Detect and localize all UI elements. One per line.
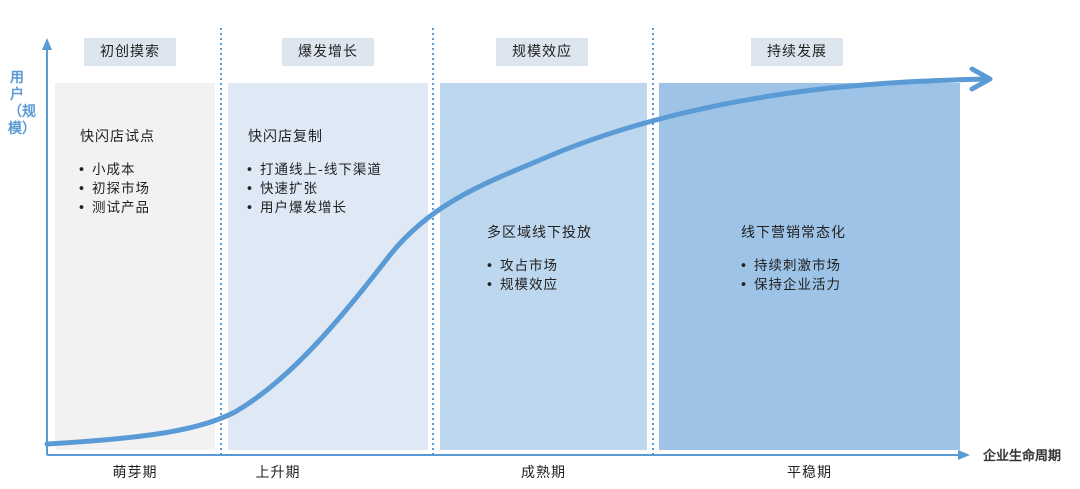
stage-bullets-growth: 打通线上-线下渠道 快速扩张 用户爆发增长 [240, 161, 382, 218]
stage-tag-growth: 爆发增长 [282, 38, 374, 66]
y-axis-arrowhead [42, 38, 52, 50]
phase-label-mature: 成熟期 [521, 465, 566, 481]
stage-bullets-mature: 攻占市场 规模效应 [480, 257, 558, 295]
stage-tag-seed: 初创摸索 [84, 38, 176, 66]
bullet-item: 小成本 [72, 161, 150, 180]
phase-label-stable: 平稳期 [787, 465, 832, 481]
growth-curve-arrowhead [969, 66, 993, 92]
stage-panel-seed [55, 83, 215, 450]
bullet-item: 规模效应 [480, 276, 558, 295]
stage-title-stable: 线下营销常态化 [741, 225, 846, 241]
stage-panel-growth [228, 83, 428, 450]
bullet-item: 初探市场 [72, 180, 150, 199]
stage-tag-mature: 规模效应 [496, 38, 588, 66]
stage-tag-stable: 持续发展 [751, 38, 843, 66]
stage-bullets-seed: 小成本 初探市场 测试产品 [72, 161, 150, 218]
bullet-item: 测试产品 [72, 199, 150, 218]
stage-title-seed: 快闪店试点 [80, 129, 155, 145]
bullet-item: 持续刺激市场 [734, 257, 841, 276]
bullet-item: 快速扩张 [240, 180, 382, 199]
bullet-item: 攻占市场 [480, 257, 558, 276]
bullet-item: 用户爆发增长 [240, 199, 382, 218]
stage-title-growth: 快闪店复制 [248, 129, 323, 145]
x-axis-label: 企业生命周期 [983, 449, 1062, 464]
phase-label-seed: 萌芽期 [112, 465, 158, 481]
bullet-item: 打通线上-线下渠道 [240, 161, 382, 180]
stage-title-mature: 多区域线下投放 [487, 225, 592, 241]
x-axis-arrowhead [958, 450, 970, 460]
phase-label-growth: 上升期 [255, 465, 301, 481]
growth-curve [44, 76, 988, 447]
bullet-item: 保持企业活力 [734, 276, 841, 295]
y-axis-label: 用户（规模） [8, 70, 36, 137]
stage-bullets-stable: 持续刺激市场 保持企业活力 [734, 257, 841, 295]
